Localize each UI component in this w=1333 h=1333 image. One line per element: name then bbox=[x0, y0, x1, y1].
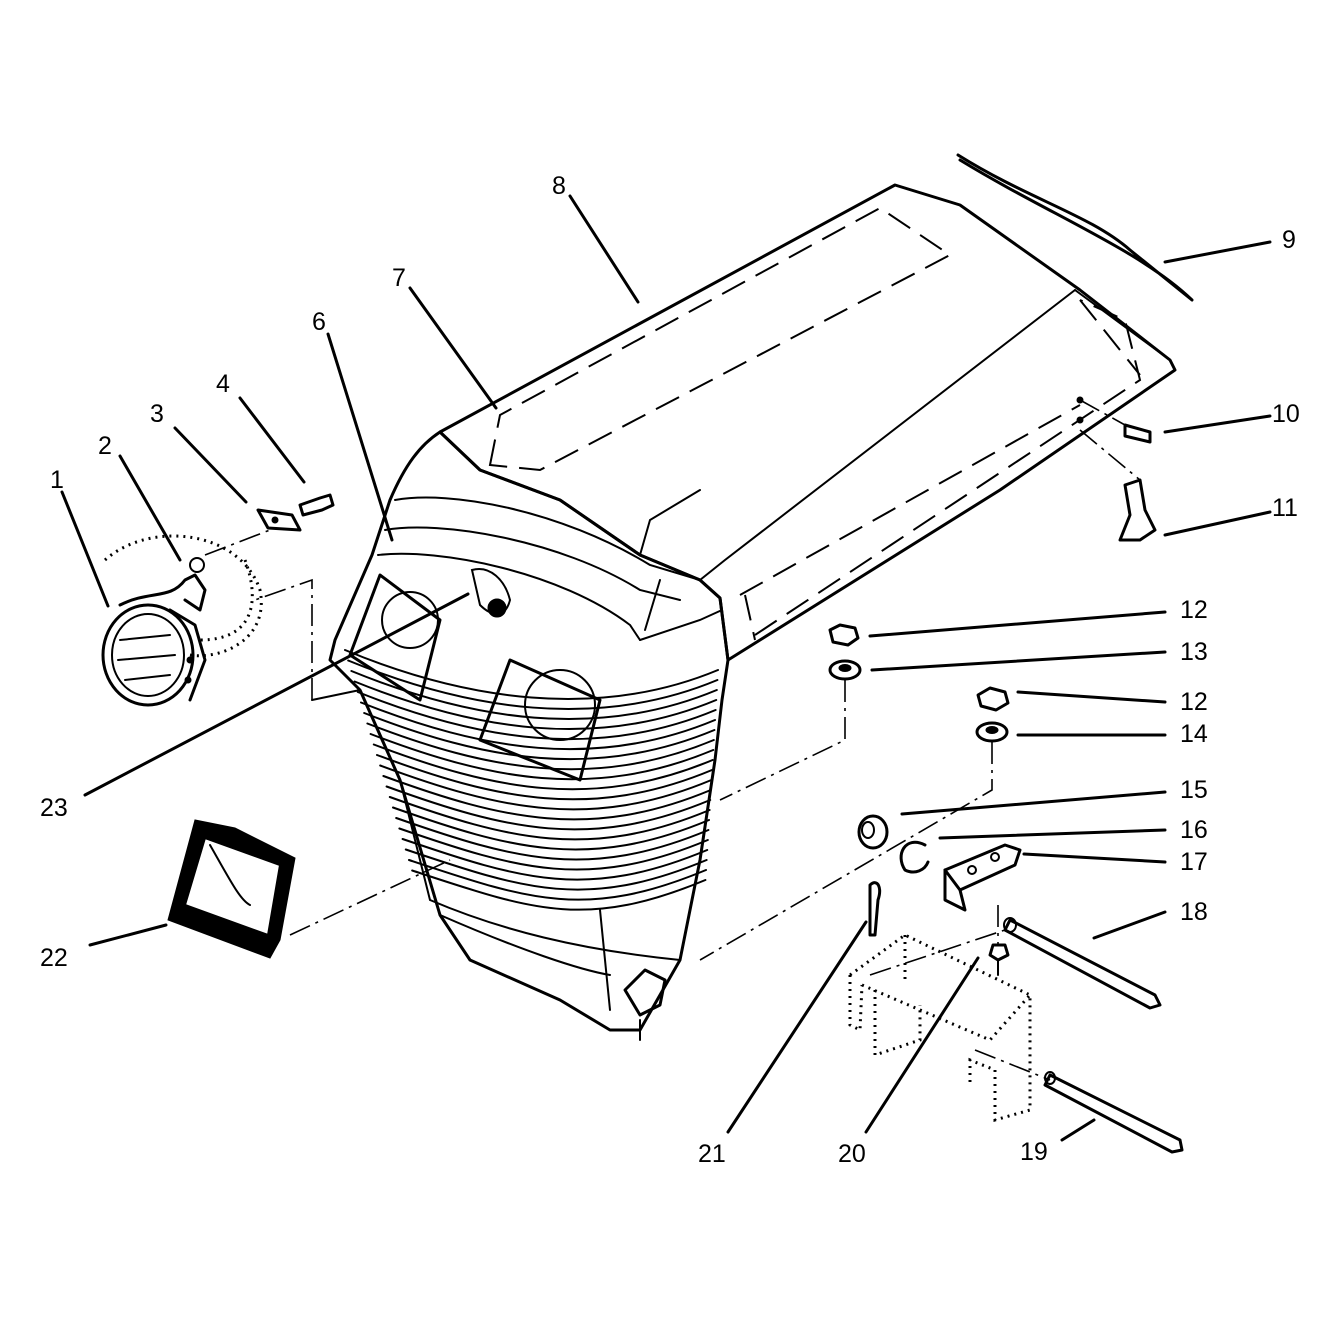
grille-slat bbox=[398, 827, 709, 871]
bushing-15 bbox=[857, 814, 889, 850]
callout-16: 16 bbox=[1180, 816, 1208, 844]
callout-23: 23 bbox=[40, 794, 68, 822]
headlight-1 bbox=[101, 534, 263, 707]
retainer-clip-3 bbox=[204, 508, 302, 556]
screw-4 bbox=[298, 493, 335, 517]
callout-18: 18 bbox=[1180, 898, 1208, 926]
grille-slat bbox=[350, 670, 718, 721]
callout-11: 11 bbox=[1272, 494, 1298, 522]
bolt-20 bbox=[988, 905, 1010, 976]
callout-13: 13 bbox=[1180, 638, 1208, 666]
hinge-rod-18 bbox=[1003, 917, 1162, 1010]
callout-10: 10 bbox=[1272, 400, 1300, 428]
bulb-socket-2 bbox=[118, 557, 207, 612]
grille-slat bbox=[366, 722, 715, 771]
grille-slat bbox=[356, 691, 717, 741]
callout-19: 19 bbox=[1020, 1138, 1048, 1166]
nut-lower bbox=[976, 686, 1010, 712]
grille-slat bbox=[392, 806, 710, 851]
callout-12b: 12 bbox=[1180, 688, 1208, 716]
grille-slat bbox=[376, 754, 713, 801]
leader-lines bbox=[60, 194, 1272, 1142]
callout-1: 1 bbox=[50, 466, 64, 494]
grille-slat bbox=[347, 659, 719, 710]
cotter-pin-21 bbox=[868, 881, 882, 937]
callout-21: 21 bbox=[698, 1140, 726, 1168]
callout-22: 22 bbox=[40, 944, 68, 972]
latch-pin bbox=[1076, 396, 1152, 444]
hinge-rod-19 bbox=[1043, 1071, 1184, 1154]
hood-trim-strip bbox=[956, 153, 1194, 302]
washer-14 bbox=[975, 721, 1009, 743]
grille-slat bbox=[382, 775, 712, 821]
grille-slat bbox=[388, 796, 711, 841]
grille-slat bbox=[395, 817, 710, 861]
grille-slat bbox=[408, 859, 707, 901]
callout-6: 6 bbox=[312, 308, 326, 336]
callout-20: 20 bbox=[838, 1140, 866, 1168]
grille-slat bbox=[385, 785, 712, 831]
callout-4: 4 bbox=[216, 370, 230, 398]
callout-14: 14 bbox=[1180, 720, 1208, 748]
callout-labels: 1 2 3 4 6 7 8 9 10 11 12 13 12 14 15 16 … bbox=[40, 172, 1300, 1168]
grille-slat bbox=[360, 701, 716, 751]
grille-slat bbox=[379, 764, 713, 811]
callout-8: 8 bbox=[552, 172, 566, 200]
callout-3: 3 bbox=[150, 400, 164, 428]
callout-7: 7 bbox=[392, 264, 406, 292]
grille-slat bbox=[404, 848, 708, 891]
grille-slat bbox=[353, 680, 718, 731]
callout-2: 2 bbox=[98, 432, 112, 460]
grille-slat bbox=[372, 743, 714, 791]
grille-slat bbox=[344, 649, 719, 700]
callout-9: 9 bbox=[1282, 226, 1296, 254]
nut-upper bbox=[828, 623, 860, 647]
grille-slats bbox=[344, 649, 719, 911]
washer-13 bbox=[828, 659, 862, 681]
hood-latch bbox=[1079, 429, 1157, 542]
e-clip-16 bbox=[899, 841, 930, 874]
grille-slat bbox=[411, 869, 707, 911]
callout-15: 15 bbox=[1180, 776, 1208, 804]
hood-assembly bbox=[328, 183, 1177, 1041]
frame-bracket bbox=[848, 933, 1032, 1122]
grille-bezel-22 bbox=[167, 819, 451, 959]
grille-slat bbox=[363, 712, 716, 761]
callout-12a: 12 bbox=[1180, 596, 1208, 624]
callout-17: 17 bbox=[1180, 848, 1208, 876]
grille-slat bbox=[369, 733, 715, 781]
hinge-bracket-17 bbox=[943, 843, 1022, 912]
grille-slat bbox=[401, 838, 709, 881]
